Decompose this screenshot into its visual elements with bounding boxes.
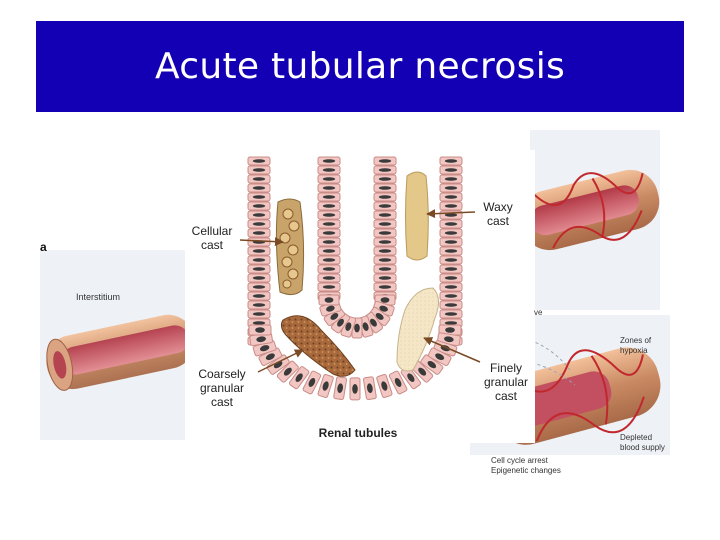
cell-nucleus [445,195,457,199]
cell-nucleus [445,276,457,280]
cell-nucleus [323,222,335,226]
label-cellular-cast-line: Cellular [192,224,233,238]
cell-nucleus [445,327,455,333]
cell-nucleus [253,168,265,172]
cell-nucleus [379,204,391,208]
cell-nucleus [379,222,391,226]
cell-nucleus [379,276,391,280]
cell-nucleus [379,177,391,181]
label-partial: ve [534,308,543,317]
tubule-wall-right-inner [374,157,396,300]
cell-nucleus [445,240,457,244]
cell-nucleus [253,267,265,271]
cell-nucleus [379,186,391,190]
cell-nucleus [323,204,335,208]
cell-nucleus [253,222,265,226]
cell-nucleus [445,294,457,298]
tubule-wall-left-inner [318,157,340,300]
cell-nucleus [445,258,457,262]
cell-nucleus [253,321,265,325]
cell-nucleus [323,240,335,244]
cell-nucleus [379,231,391,235]
cell-nucleus [325,297,334,303]
cell-nucleus [255,327,265,333]
cell-nucleus [253,303,265,307]
cell-nucleus [445,249,457,253]
cell-nucleus [253,276,265,280]
cell-nucleus [445,159,457,163]
cell-nucleus [445,222,457,226]
background-tubule-left [40,250,199,440]
background-tubule-top-right [513,130,666,310]
cell-nucleus [445,177,457,181]
cell-nucleus [253,285,265,289]
cell-nucleus [445,204,457,208]
cell-nucleus [445,231,457,235]
cell-nucleus [323,159,335,163]
cell-nucleus [323,285,335,289]
cell-nucleus [323,195,335,199]
cell-nucleus [445,186,457,190]
tubule-wall-right-outer [440,157,462,345]
cell-nucleus [379,258,391,262]
cell-nucleus [323,276,335,280]
cell-nucleus [445,267,457,271]
cell-nucleus [445,321,457,325]
cell-nucleus [445,285,457,289]
cell-nucleus [253,177,265,181]
cell-nucleus [323,168,335,172]
label-epigenetic-changes: Epigenetic changes [491,466,561,475]
cell-nucleus [253,186,265,190]
cell-nucleus [323,186,335,190]
cell-nucleus [381,297,390,303]
cell-nucleus [323,258,335,262]
cell-nucleus [323,213,335,217]
cell-nucleus [323,231,335,235]
cell-nucleus [253,312,265,316]
label-cell-cycle-arrest: Cell cycle arrest [491,456,549,465]
cell-nucleus [323,177,335,181]
cell-nucleus [253,213,265,217]
cell-nucleus [379,267,391,271]
cell-nucleus [352,384,358,394]
label-interstitium: Interstitium [76,292,120,302]
cell-nucleus [253,195,265,199]
waxy-cast [406,172,429,260]
cell-nucleus [379,285,391,289]
label-renal-tubules: Renal tubules [319,426,398,440]
cell-nucleus [253,159,265,163]
cell-nucleus [323,249,335,253]
cell-nucleus [379,168,391,172]
cell-nucleus [354,324,360,333]
cell-nucleus [379,249,391,253]
cell-nucleus [253,258,265,262]
cell-nucleus [445,312,457,316]
cell-nucleus [379,195,391,199]
cell-nucleus [445,168,457,172]
cell-nucleus [253,294,265,298]
cell-nucleus [379,240,391,244]
tubule-wall-left-outer [248,157,270,345]
cell-nucleus [253,204,265,208]
cell-nucleus [323,267,335,271]
cell-nucleus [253,249,265,253]
cell-nucleus [253,231,265,235]
panel-letter: a [40,240,47,254]
cell-nucleus [445,303,457,307]
cell-nucleus [379,159,391,163]
cell-nucleus [379,213,391,217]
